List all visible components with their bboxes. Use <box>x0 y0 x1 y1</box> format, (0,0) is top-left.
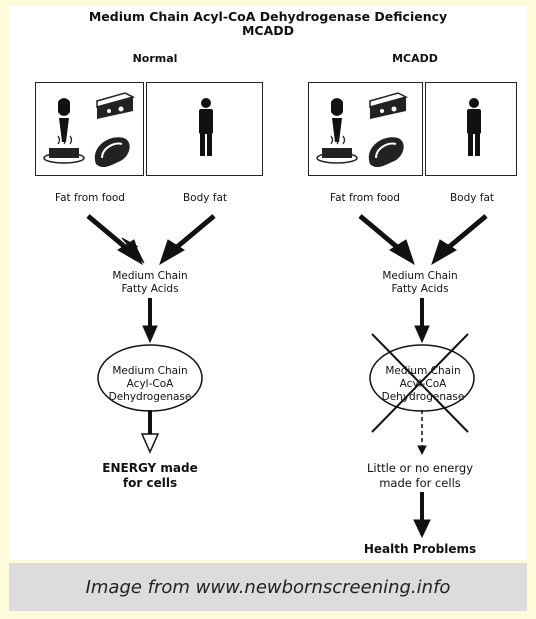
mcadd-result-line-2: made for cells <box>379 476 461 490</box>
normal-enzyme-line-1: Medium Chain <box>112 365 188 377</box>
normal-fatty-acids-line-1: Medium Chain <box>112 270 188 282</box>
cheese-icon <box>369 92 407 120</box>
mcadd-body-fat-label: Body fat <box>449 192 495 204</box>
mcadd-enzyme-ellipse <box>369 344 475 412</box>
normal-enzyme-line-3: Dehydrogenase <box>108 391 192 403</box>
meat-icon <box>367 136 405 169</box>
cheese-icon <box>96 92 134 120</box>
mcadd-fatty-acids-line-1: Medium Chain <box>382 270 458 282</box>
mcadd-result-line-1: Little or no energy <box>366 461 473 475</box>
normal-enzyme-ellipse <box>97 344 203 412</box>
mcadd-fatty-acids-line-2: Fatty Acids <box>391 283 449 295</box>
image-credit-caption: Image from www.newbornscreening.info <box>9 563 527 611</box>
title-line-2: MCADD <box>241 23 295 38</box>
microphone-icon <box>58 98 70 142</box>
normal-fat-food-label: Fat from food <box>55 192 125 204</box>
title-line-1: Medium Chain Acyl-CoA Dehydrogenase Defi… <box>88 9 448 24</box>
normal-result-line-2: for cells <box>122 476 178 490</box>
normal-fatty-acids-line-2: Fatty Acids <box>121 283 179 295</box>
mcadd-heading: MCADD <box>392 52 438 65</box>
normal-enzyme-label: Medium Chain Acyl-CoA Dehydrogenase <box>95 365 205 404</box>
normal-body-fat-label: Body fat <box>182 192 228 204</box>
person-icon <box>467 98 481 156</box>
microphone-icon <box>331 98 343 142</box>
mcadd-fatty-acids-label: Medium Chain Fatty Acids <box>360 270 480 296</box>
diagram-title: Medium Chain Acyl-CoA Dehydrogenase Defi… <box>9 10 527 38</box>
normal-result-label: ENERGY made for cells <box>80 461 220 491</box>
normal-result-line-1: ENERGY made <box>102 461 198 475</box>
normal-enzyme-line-2: Acyl-CoA <box>126 378 174 390</box>
mcadd-enzyme-line-2: Acyl-CoA <box>399 378 447 390</box>
mcadd-fat-food-label: Fat from food <box>330 192 400 204</box>
normal-fatty-acids-label: Medium Chain Fatty Acids <box>90 270 210 296</box>
person-icon <box>199 98 213 156</box>
normal-heading: Normal <box>132 52 178 65</box>
mcadd-outcome-label: Health Problems <box>363 542 477 556</box>
mcadd-result-label: Little or no energy made for cells <box>345 461 495 491</box>
meat-icon <box>93 136 131 169</box>
blocked-x-icon <box>371 333 469 433</box>
